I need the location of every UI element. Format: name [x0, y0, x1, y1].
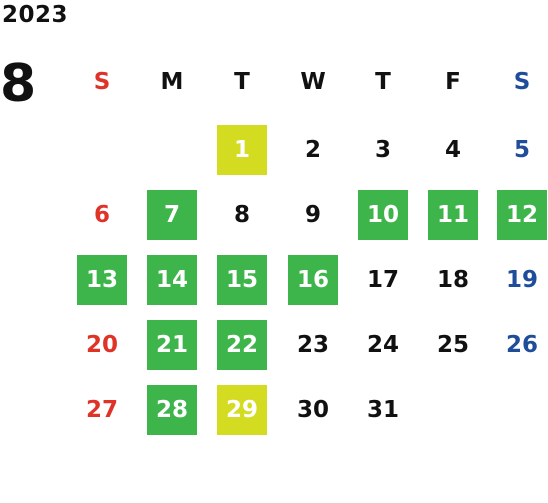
day-cell-18[interactable]: 18: [436, 267, 469, 293]
day-cell-9[interactable]: 9: [304, 202, 321, 228]
day-cell-23[interactable]: 23: [296, 332, 329, 358]
day-cell-17[interactable]: 17: [366, 267, 399, 293]
weekday-header-tue: T: [234, 69, 250, 95]
day-cell-30[interactable]: 30: [296, 397, 329, 423]
day-cell-5[interactable]: 5: [513, 137, 530, 163]
day-cell-19[interactable]: 19: [505, 267, 538, 293]
day-cell-7[interactable]: 7: [147, 190, 197, 240]
day-cell-27[interactable]: 27: [85, 397, 118, 423]
year-label: 2023: [2, 2, 69, 28]
day-cell-13[interactable]: 13: [77, 255, 127, 305]
day-cell-3[interactable]: 3: [374, 137, 391, 163]
day-cell-11[interactable]: 11: [428, 190, 478, 240]
weekday-header-mon: M: [160, 69, 184, 95]
day-cell-29[interactable]: 29: [217, 385, 267, 435]
weekday-header-fri: F: [445, 69, 461, 95]
day-cell-22[interactable]: 22: [217, 320, 267, 370]
day-cell-10[interactable]: 10: [358, 190, 408, 240]
weekday-header-sat: S: [513, 69, 531, 95]
day-cell-20[interactable]: 20: [85, 332, 118, 358]
day-cell-16[interactable]: 16: [288, 255, 338, 305]
weekday-header-thu: T: [375, 69, 391, 95]
day-cell-4[interactable]: 4: [444, 137, 461, 163]
weekday-header-wed: W: [300, 69, 326, 95]
day-cell-1[interactable]: 1: [217, 125, 267, 175]
day-cell-14[interactable]: 14: [147, 255, 197, 305]
day-cell-26[interactable]: 26: [505, 332, 538, 358]
day-cell-15[interactable]: 15: [217, 255, 267, 305]
day-cell-24[interactable]: 24: [366, 332, 399, 358]
day-cell-12[interactable]: 12: [497, 190, 547, 240]
day-cell-2[interactable]: 2: [304, 137, 321, 163]
day-cell-31[interactable]: 31: [366, 397, 399, 423]
day-cell-25[interactable]: 25: [436, 332, 469, 358]
weekday-header-sun: S: [93, 69, 111, 95]
day-cell-21[interactable]: 21: [147, 320, 197, 370]
day-cell-8[interactable]: 8: [233, 202, 250, 228]
day-cell-28[interactable]: 28: [147, 385, 197, 435]
month-label: 8: [0, 54, 37, 114]
day-cell-6[interactable]: 6: [93, 202, 110, 228]
